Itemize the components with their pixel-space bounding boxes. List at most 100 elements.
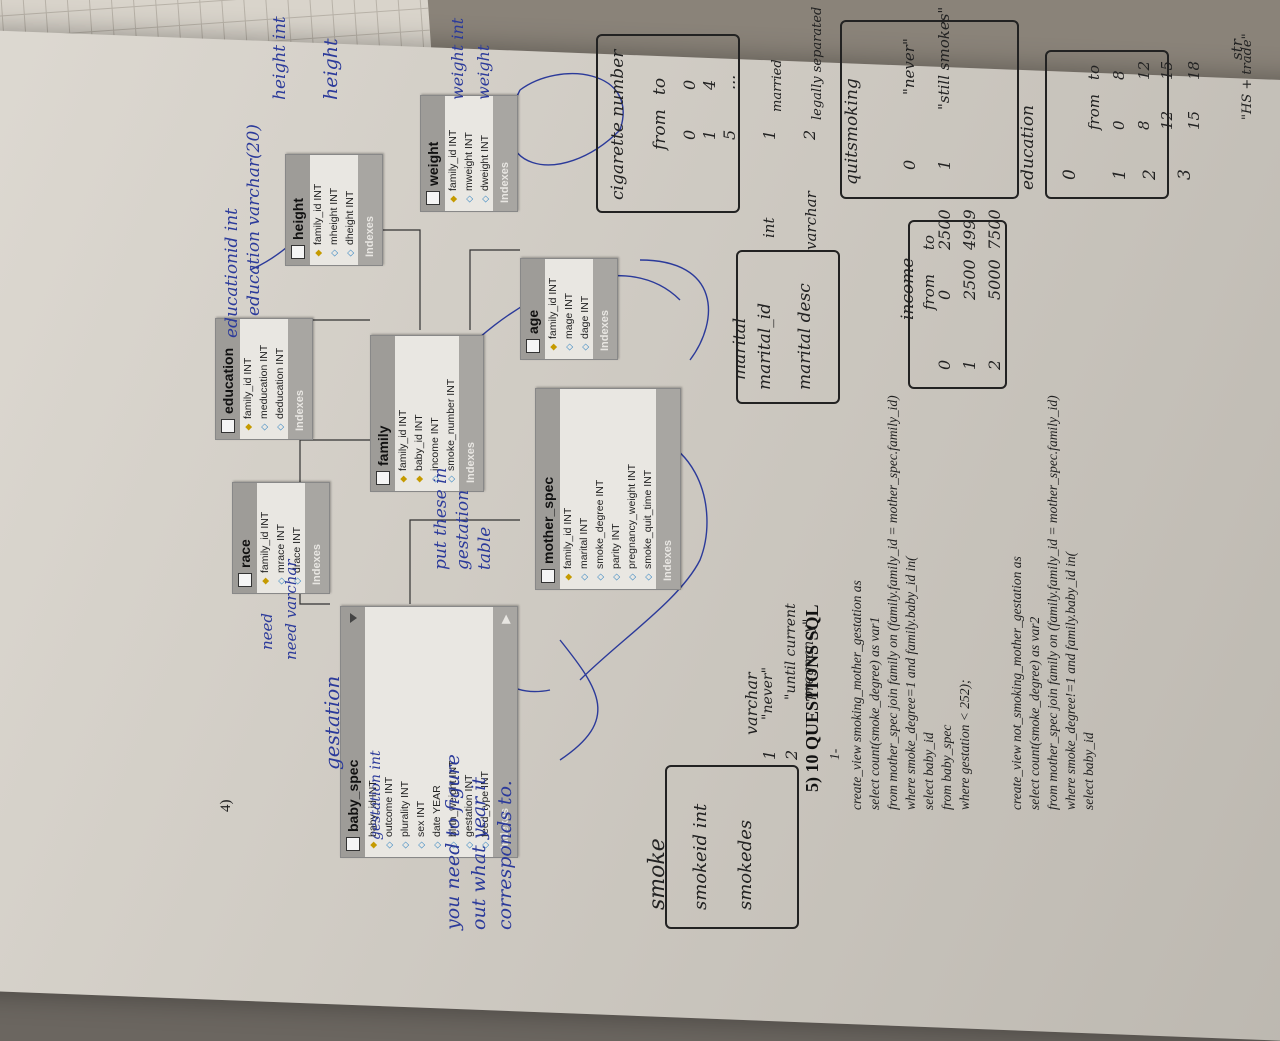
key-icon: ◆ (367, 841, 378, 849)
hw-income-cell: 2 (985, 359, 1004, 370)
table-column: ◇plurality INT (399, 780, 411, 849)
hw-put-these: put these in gestation table (431, 467, 495, 570)
diamond-icon: ◇ (479, 195, 490, 203)
checkbox-icon (291, 245, 305, 259)
checkbox-icon (238, 573, 252, 587)
er-table-weight: weight ◆family_id INT ◇mweight INT ◇dwei… (420, 95, 518, 212)
hw-edu-cell: 15 (1185, 110, 1203, 130)
key-icon: ◆ (259, 577, 270, 585)
hw-edu-header: to (1085, 64, 1103, 80)
hw-income-cell: 4999 (960, 209, 979, 250)
hw-two: 2 (782, 749, 801, 760)
diamond-icon: ◇ (383, 841, 394, 849)
indexes-footer: Indexes (288, 319, 312, 439)
diamond-icon: ◇ (626, 573, 637, 581)
hw-income-cell: 0 (935, 289, 954, 300)
hw-education-title: education (1018, 105, 1038, 190)
hw-edu-header: from (1085, 94, 1103, 130)
table-column: ◇pregnancy_weight INT (626, 463, 638, 581)
key-icon: ◆ (447, 195, 458, 203)
hw-quitsmoking-box (840, 20, 1019, 199)
er-table-race: race ◆family_id INT ◇mrace INT ◇drace IN… (232, 482, 330, 594)
hw-height-int: height int (270, 16, 290, 100)
er-table-age: age ◆family_id INT ◇mage INT ◇dage INT I… (520, 258, 618, 360)
hw-smoke-box (665, 765, 799, 929)
table-column: ◆family_id INT (397, 409, 409, 483)
hw-education-box (1045, 50, 1169, 199)
table-column: ◆family_id INT (562, 507, 574, 581)
hw-race-need: need (258, 612, 276, 650)
diamond-icon: ◇ (642, 573, 653, 581)
checkbox-icon (376, 471, 390, 485)
checkbox-icon (541, 569, 555, 583)
hw-edu-cell: 12 (1135, 60, 1153, 80)
table-column: ◇mheight INT (328, 187, 340, 257)
hw-cig-header: to (650, 77, 670, 95)
diamond-icon: ◇ (258, 423, 269, 431)
hw-smoke-title: smoke (645, 838, 670, 910)
hw-income-cell: 2500 (960, 259, 979, 300)
table-column: ◆family_id INT (447, 129, 459, 203)
hw-race-need-varchar: need varchar (282, 559, 300, 660)
hw-cigarette-title: cigarette number (608, 49, 628, 200)
diamond-icon: ◇ (579, 343, 590, 351)
diamond-icon: ◇ (594, 573, 605, 581)
er-table-mother-spec: mother_spec ◆family_id INT ◇marital INT … (535, 388, 681, 590)
hw-marital-field: marital_id (755, 302, 775, 390)
hw-until: "until current pregnancy" (783, 603, 817, 700)
er-table-height: height ◆family_id INT ◇mheight INT ◇dhei… (285, 154, 383, 266)
table-column: ◇dheight INT (344, 190, 356, 257)
table-column: ◇dage INT (579, 295, 591, 351)
hw-edu-cell: 0 (1110, 120, 1128, 130)
table-column: ◆baby_id INT (413, 414, 425, 483)
hw-gestation: gestation (320, 675, 344, 770)
hw-edu-cell: 18 (1185, 60, 1203, 80)
diamond-icon: ◇ (274, 423, 285, 431)
hw-weight: weight (474, 44, 493, 100)
hw-cig-cell: ... (720, 74, 739, 90)
table-column: ◆family_id INT (547, 277, 559, 351)
hw-height: height (320, 38, 342, 100)
table-column: ◇sex INT (415, 800, 427, 849)
hw-edu-cell: 1 (1110, 169, 1130, 180)
hw-edu-cell: 8 (1135, 120, 1153, 130)
hw-edu-cell: 8 (1110, 70, 1128, 80)
hw-income-cell: 5000 (985, 259, 1004, 300)
hw-one: 1 (760, 749, 779, 760)
hw-edu-cell: 3 (1175, 169, 1195, 180)
hw-cig-cell: 5 (720, 129, 739, 140)
checkbox-icon (221, 419, 235, 433)
hw-marital-type: int (760, 217, 778, 239)
hw-cig-cell: 1 (700, 129, 719, 140)
table-column: ◇marital INT (578, 517, 590, 581)
hw-edu-cell: 0 (1060, 169, 1080, 180)
hw-quit-row: "still smokes" (935, 6, 953, 110)
diamond-icon: ◇ (415, 841, 426, 849)
diamond-icon: ◇ (563, 343, 574, 351)
hw-weight-int: weight int (448, 17, 467, 100)
hw-hs-trade: "HS + trade" (1240, 33, 1255, 120)
diamond-icon: ◇ (344, 249, 355, 257)
checkbox-icon (526, 339, 540, 353)
hw-legally-separated: legally separated (810, 6, 825, 120)
key-icon: ◆ (547, 343, 558, 351)
hw-gestation-int: gestation int (368, 750, 384, 840)
hw-edu-cell: 2 (1140, 169, 1160, 180)
key-icon: ◆ (242, 423, 253, 431)
hw-income-cell: 7500 (985, 209, 1004, 250)
diamond-icon: ◇ (328, 249, 339, 257)
table-column: ◆family_id INT (242, 357, 254, 431)
diamond-icon: ◇ (399, 841, 410, 849)
indexes-footer: Indexes (593, 259, 617, 359)
hw-two: 2 (800, 129, 819, 140)
checkbox-icon (346, 837, 360, 851)
checkbox-icon (426, 191, 440, 205)
hw-marital-type: varchar (802, 191, 820, 250)
table-column: ◆family_id INT (259, 511, 271, 585)
diamond-icon: ◇ (610, 573, 621, 581)
key-icon: ◆ (413, 475, 424, 483)
key-icon: ◆ (562, 573, 573, 581)
indexes-footer: Indexes (358, 155, 382, 265)
hw-quit-id: 1 (935, 159, 954, 170)
table-column: ◇mage INT (563, 292, 575, 351)
